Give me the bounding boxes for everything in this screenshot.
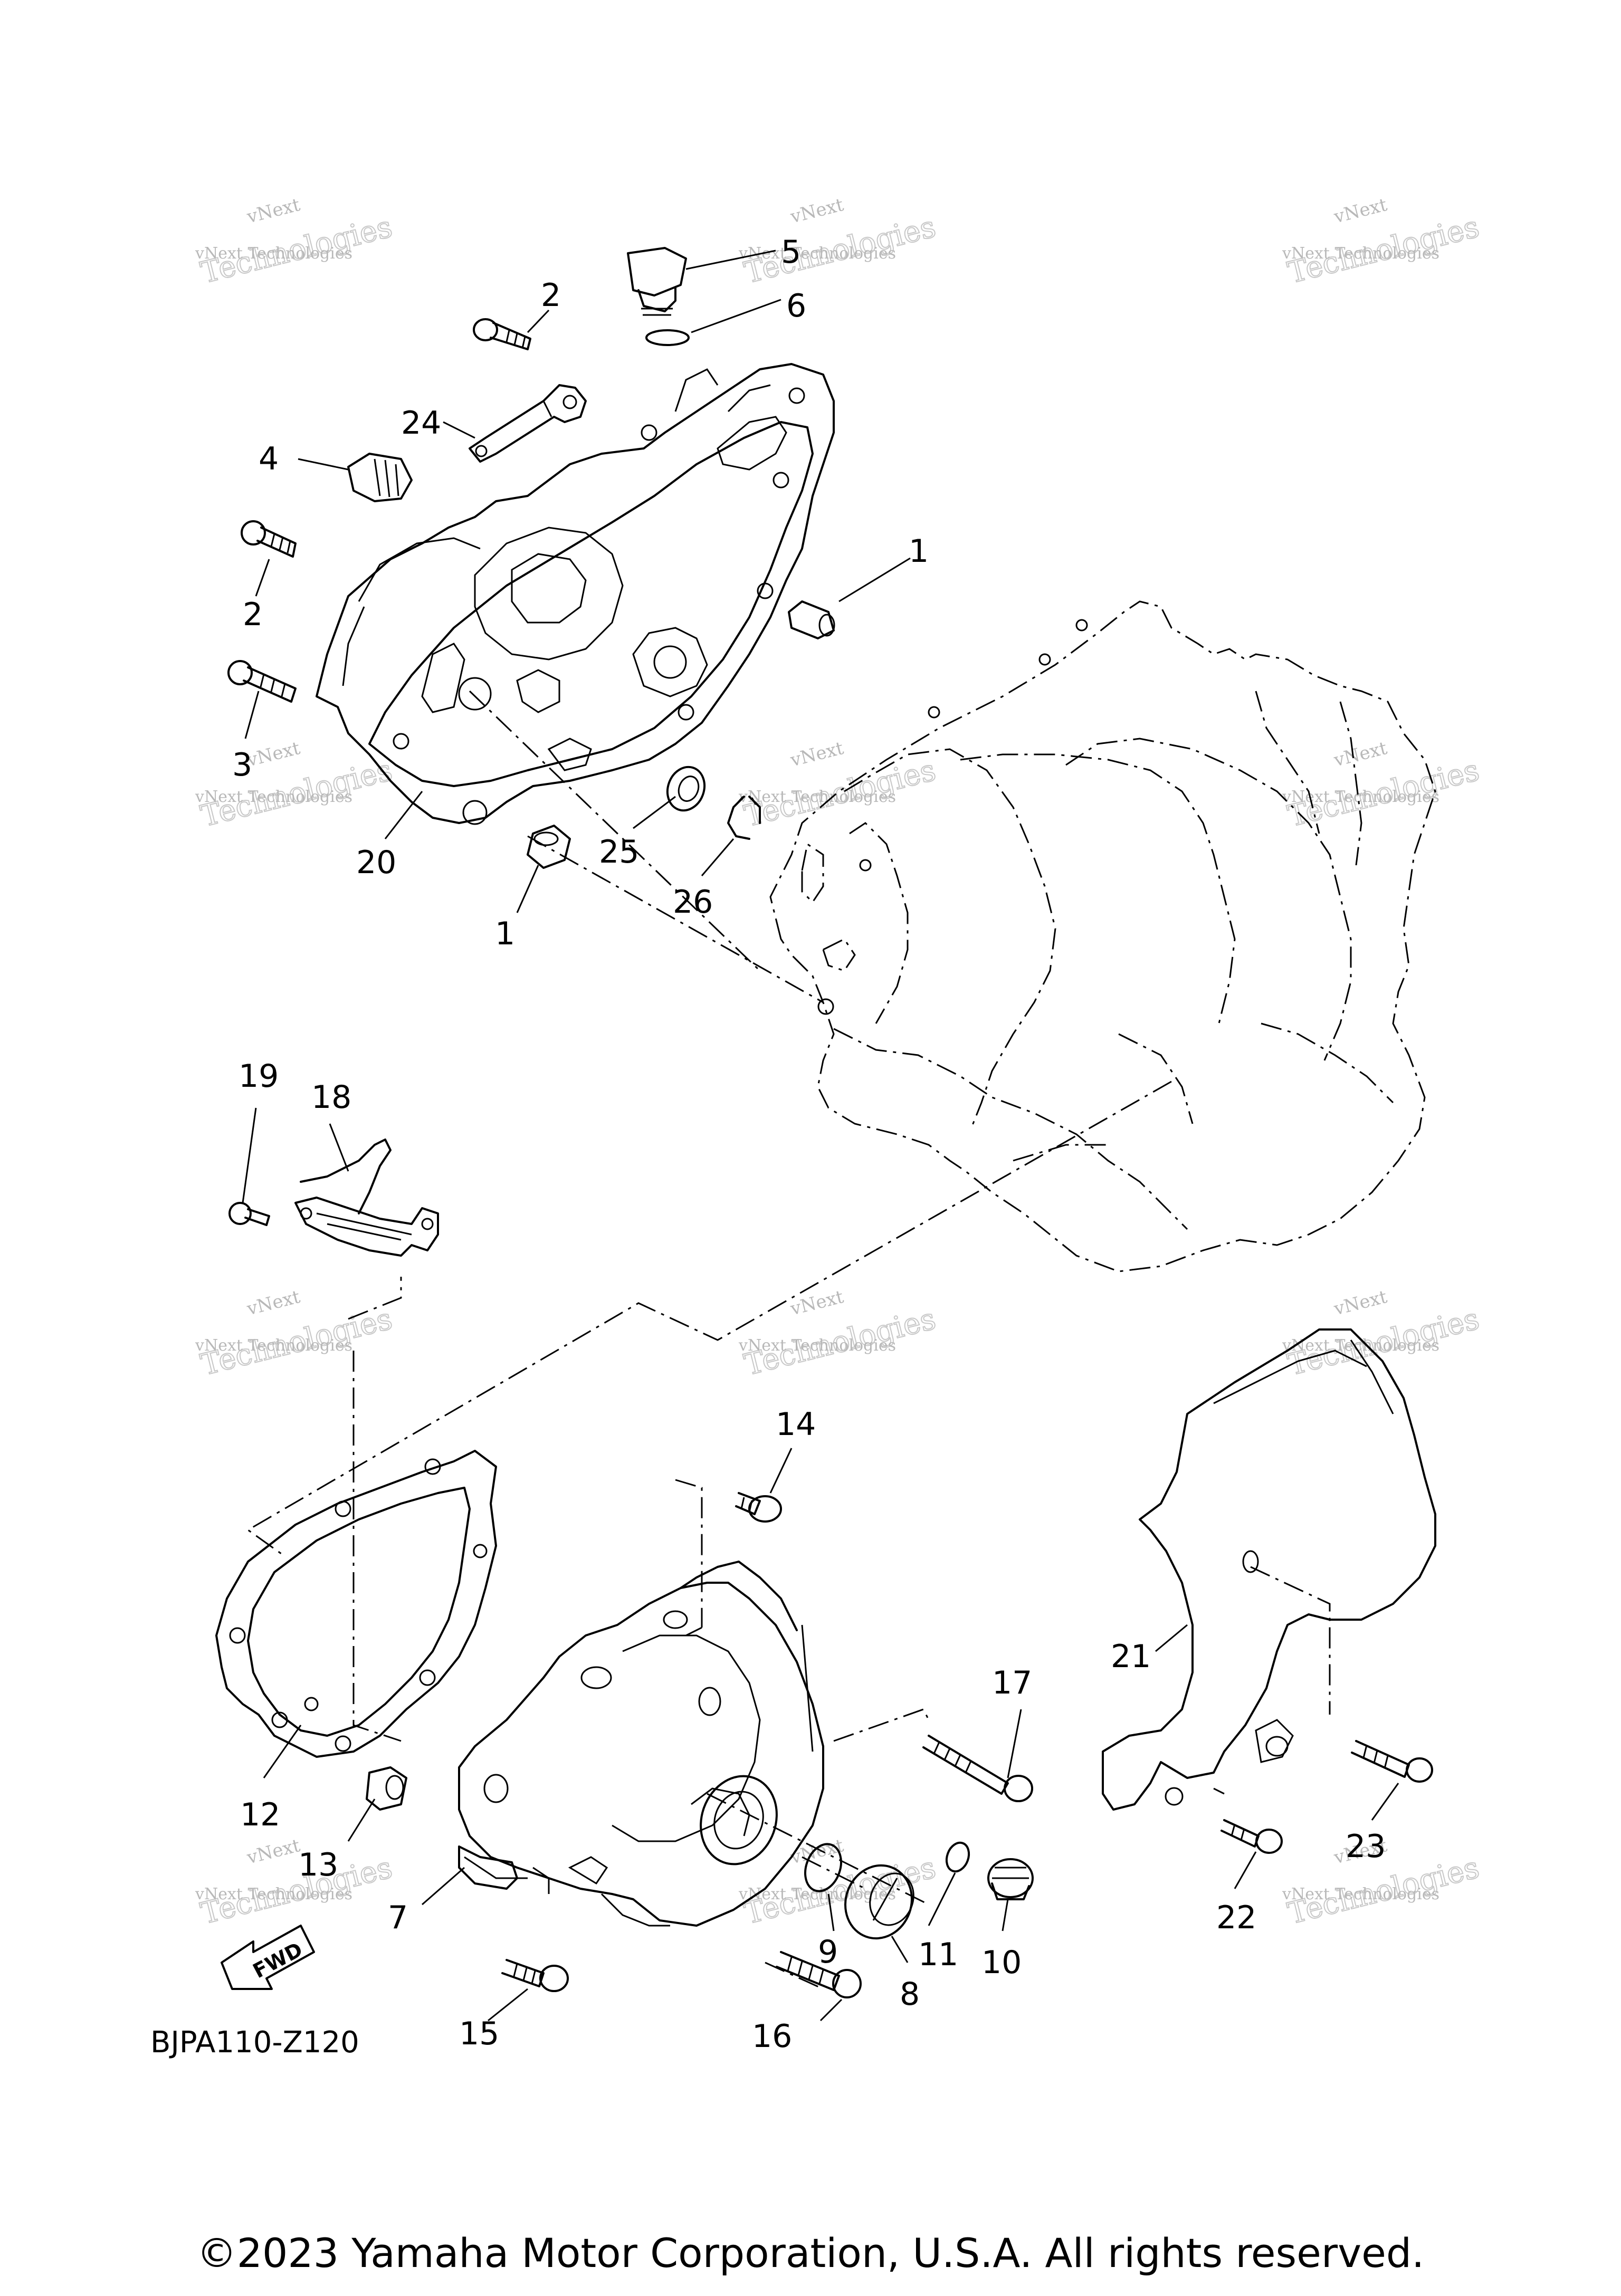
circlip-part-26[interactable] bbox=[727, 796, 761, 840]
callouts: 5 6 2 24 4 2 1 3 20 25 26 1 19 18 14 17 … bbox=[232, 234, 1386, 2055]
callout-7: 7 bbox=[388, 1899, 408, 1936]
plate-part-7[interactable] bbox=[458, 1845, 518, 1890]
breather-bracket-part-24[interactable] bbox=[469, 384, 587, 463]
dowel-pin-part-1-upper[interactable] bbox=[788, 600, 835, 639]
callout-17: 17 bbox=[992, 1664, 1032, 1701]
callout-5: 5 bbox=[781, 234, 801, 271]
callout-20: 20 bbox=[356, 844, 396, 881]
o-ring-part-9[interactable] bbox=[799, 1839, 847, 1896]
svg-text:vNext: vNext bbox=[244, 738, 302, 771]
bolt-part-2-upper[interactable] bbox=[473, 318, 531, 350]
svg-text:vNext Technologies: vNext Technologies bbox=[1282, 244, 1439, 263]
crankcase-dowel-hole bbox=[817, 998, 834, 1015]
svg-text:vNext: vNext bbox=[788, 194, 846, 228]
oil-filler-cap-part-5[interactable] bbox=[627, 247, 687, 316]
callout-19: 19 bbox=[239, 1058, 279, 1095]
callout-1-lower: 1 bbox=[495, 915, 515, 952]
bolt-part-3[interactable] bbox=[227, 660, 297, 703]
watermark: Technologies vNext vNext Technologies bbox=[1282, 738, 1483, 834]
callout-16: 16 bbox=[752, 2018, 792, 2055]
callout-23: 23 bbox=[1346, 1828, 1386, 1865]
callout-12: 12 bbox=[240, 1796, 280, 1833]
gasket-part-12[interactable] bbox=[215, 1450, 497, 1758]
svg-text:vNext: vNext bbox=[244, 194, 302, 228]
plug-part-8[interactable] bbox=[835, 1856, 922, 1948]
forward-direction-arrow-icon: FWD bbox=[221, 1925, 315, 1990]
callout-21: 21 bbox=[1111, 1638, 1151, 1675]
svg-text:vNext Technologies: vNext Technologies bbox=[738, 1885, 896, 1903]
watermark: Technologies vNext vNext Technologies bbox=[195, 194, 396, 291]
callout-1-upper: 1 bbox=[909, 533, 929, 570]
bolt-part-15[interactable] bbox=[501, 1959, 569, 1992]
screw-part-19[interactable] bbox=[228, 1202, 270, 1226]
callout-18: 18 bbox=[311, 1079, 351, 1116]
svg-text:vNext: vNext bbox=[788, 1835, 846, 1869]
assembly-center-lines bbox=[246, 690, 1331, 1990]
watermark: Technologies vNext vNext Technologies bbox=[738, 1286, 940, 1383]
bolt-part-23[interactable] bbox=[1351, 1740, 1433, 1783]
svg-text:vNext: vNext bbox=[244, 1286, 302, 1320]
svg-text:vNext Technologies: vNext Technologies bbox=[1282, 1885, 1439, 1903]
watermark: Technologies vNext vNext Technologies bbox=[195, 1835, 396, 1931]
dowel-pin-part-13[interactable] bbox=[366, 1766, 407, 1811]
svg-text:vNext: vNext bbox=[788, 738, 846, 771]
watermark: Technologies vNext vNext Technologies bbox=[195, 1286, 396, 1383]
svg-text:vNext: vNext bbox=[788, 1286, 846, 1320]
callout-6: 6 bbox=[786, 288, 806, 324]
o-ring-part-11[interactable] bbox=[943, 1840, 973, 1874]
fwd-label: FWD bbox=[249, 1938, 306, 1983]
bolt-part-2-lower[interactable] bbox=[241, 520, 297, 558]
svg-text:vNext: vNext bbox=[244, 1835, 302, 1869]
svg-text:vNext Technologies: vNext Technologies bbox=[738, 1336, 896, 1355]
copyright-notice: ©2023 Yamaha Motor Corporation, U.S.A. A… bbox=[196, 2230, 1425, 2276]
damper-part-4[interactable] bbox=[347, 453, 413, 502]
svg-text:vNext: vNext bbox=[1331, 738, 1389, 771]
callout-4: 4 bbox=[259, 441, 279, 477]
crankcase-cover-part-20[interactable] bbox=[316, 363, 835, 825]
callout-15: 15 bbox=[459, 2015, 499, 2052]
bolt-part-17[interactable] bbox=[922, 1735, 1033, 1802]
o-ring-part-6[interactable] bbox=[645, 329, 690, 346]
watermark: Technologies vNext vNext Technologies bbox=[738, 738, 940, 834]
callout-22: 22 bbox=[1216, 1899, 1256, 1936]
oil-seal-part-25[interactable] bbox=[662, 762, 711, 816]
svg-text:vNext Technologies: vNext Technologies bbox=[195, 244, 352, 263]
chain-guide-part-18[interactable] bbox=[294, 1139, 439, 1257]
bolt-part-14[interactable] bbox=[735, 1492, 782, 1523]
svg-text:vNext Technologies: vNext Technologies bbox=[738, 788, 896, 806]
callout-13: 13 bbox=[298, 1847, 338, 1883]
svg-text:vNext: vNext bbox=[1331, 1286, 1389, 1320]
callout-26: 26 bbox=[673, 884, 713, 921]
watermark: Technologies vNext vNext Technologies bbox=[738, 194, 940, 291]
svg-text:vNext Technologies: vNext Technologies bbox=[195, 1336, 352, 1355]
watermark: Technologies vNext vNext Technologies bbox=[1282, 194, 1483, 291]
svg-text:vNext Technologies: vNext Technologies bbox=[1282, 788, 1439, 806]
callout-14: 14 bbox=[776, 1406, 816, 1443]
dowel-pin-part-1-lower[interactable] bbox=[527, 825, 571, 869]
bolt-part-22[interactable] bbox=[1220, 1819, 1283, 1854]
leader-lines bbox=[242, 250, 1399, 2022]
callout-3: 3 bbox=[232, 747, 252, 783]
crankcase-cover-lower[interactable] bbox=[458, 1561, 824, 1927]
callout-24: 24 bbox=[401, 405, 441, 442]
watermarks: Technologies vNext vNext Technologies Te… bbox=[195, 194, 1483, 1931]
bolt-part-16[interactable] bbox=[776, 1951, 862, 1998]
callout-9: 9 bbox=[818, 1934, 838, 1970]
callout-25: 25 bbox=[599, 834, 639, 870]
callout-2-lower: 2 bbox=[243, 596, 263, 633]
callout-8: 8 bbox=[900, 1976, 920, 2013]
callout-11: 11 bbox=[918, 1936, 958, 1973]
callout-10: 10 bbox=[981, 1944, 1022, 1981]
svg-text:vNext Technologies: vNext Technologies bbox=[195, 788, 352, 806]
sprocket-cover-part-21[interactable] bbox=[1102, 1328, 1436, 1811]
diagram-code: BJPA110-Z120 bbox=[150, 2025, 359, 2060]
plug-part-10[interactable] bbox=[987, 1858, 1034, 1900]
svg-text:vNext: vNext bbox=[1331, 194, 1389, 228]
svg-text:vNext Technologies: vNext Technologies bbox=[195, 1885, 352, 1903]
engine-crankcase-phantom bbox=[769, 600, 1436, 1273]
callout-2-upper: 2 bbox=[541, 277, 561, 314]
